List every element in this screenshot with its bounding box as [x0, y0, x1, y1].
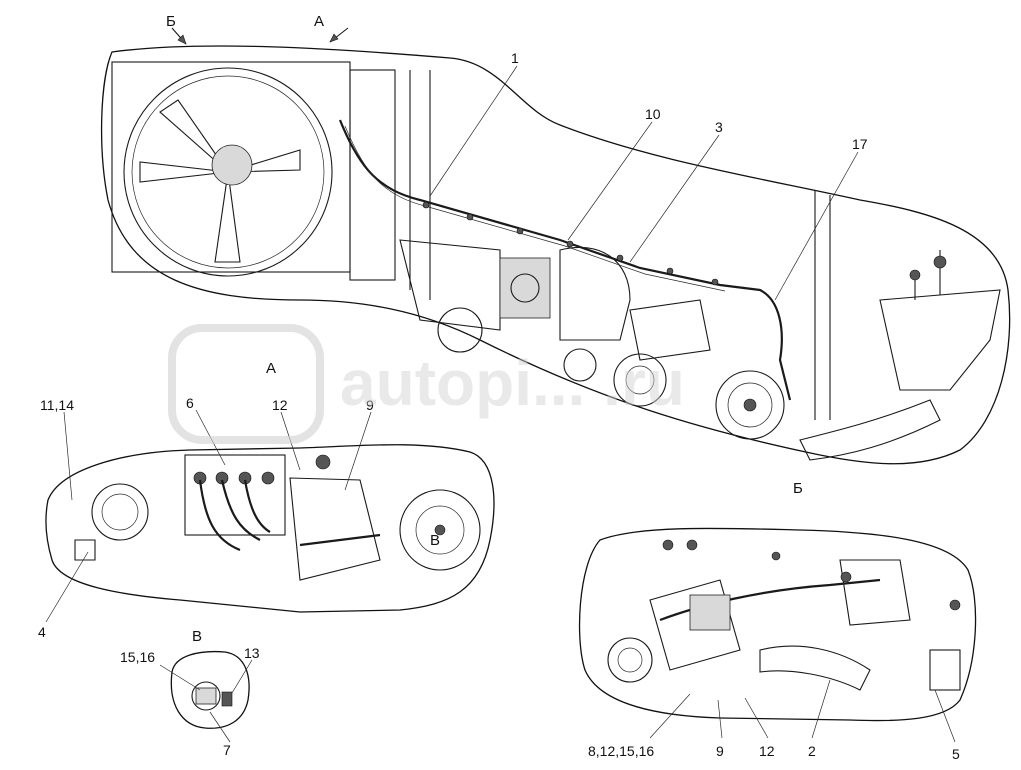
callout-9-b: 9 [716, 743, 724, 759]
pulleys [437, 307, 785, 440]
main-view-outline [100, 45, 1011, 465]
view-marker-a: А [314, 13, 324, 30]
pump-housing [289, 477, 381, 581]
radiator-side-frame [349, 69, 396, 281]
callout-2: 2 [808, 743, 816, 759]
callout-8-12-15-16: 8,12,15,16 [588, 743, 654, 759]
harness-clips [422, 201, 719, 286]
fan-shroud-inner [131, 75, 325, 269]
callout-3: 3 [715, 119, 723, 135]
detail-v-marker: В [430, 532, 440, 549]
callout-12-b: 12 [759, 743, 775, 759]
callout-6: 6 [186, 395, 194, 411]
callout-15-16-v: 15,16 [120, 649, 155, 665]
detail-a-outline [45, 444, 495, 613]
callout-10: 10 [645, 106, 661, 122]
callout-13: 13 [244, 645, 260, 661]
injector-block [184, 454, 286, 536]
wire-harness [338, 119, 792, 401]
alternator-bracket [499, 257, 551, 319]
manifold-cover [649, 579, 741, 671]
clamp [221, 691, 233, 707]
flange [689, 594, 731, 631]
belt-guard [559, 246, 631, 341]
callout-1: 1 [511, 50, 519, 66]
callout-4: 4 [38, 624, 46, 640]
engine-cover [629, 299, 711, 361]
duct-pipe [799, 399, 941, 461]
callout-9-a: 9 [366, 397, 374, 413]
pipe-bracket [839, 559, 911, 626]
seat-support [879, 289, 1001, 391]
detail-b-title: Б [793, 480, 803, 497]
fan-shroud [123, 67, 333, 277]
view-arrow-a [329, 27, 349, 43]
detail-v-outline [170, 650, 250, 729]
hose-bundle [759, 645, 871, 691]
detail-a-title: А [266, 360, 276, 377]
main-view: Б А 1 10 3 17 [100, 13, 1011, 465]
bracket-plate [929, 649, 961, 691]
engine-side-panel [399, 239, 501, 331]
view-marker-b: Б [166, 13, 176, 30]
view-arrow-b [171, 27, 187, 45]
callout-11-14: 11,14 [40, 397, 74, 413]
callout-5: 5 [952, 746, 960, 762]
mount-bracket [74, 539, 96, 561]
injector-pipes [193, 471, 275, 552]
bolt-heads [662, 539, 961, 611]
watermark-logo: autopi... .ru [168, 324, 685, 444]
fitting-ring [191, 681, 221, 711]
detail-v-title: В [192, 628, 202, 645]
fuel-line [299, 533, 381, 547]
detail-view-b: Б 8,12,15,16 9 12 2 5 [578, 480, 977, 762]
detail-b-outline [578, 527, 977, 722]
detail-view-v: В 15,16 13 7 [120, 628, 260, 758]
air-duct [91, 483, 149, 541]
pump-pulley [607, 637, 653, 683]
watermark-text: autopi... .ru [340, 347, 685, 419]
callout-12-a: 12 [272, 397, 288, 413]
exhaust-pipe [659, 578, 881, 622]
turbocharger [399, 489, 481, 571]
callout-17: 17 [852, 136, 868, 152]
fan-hub [211, 144, 253, 186]
fan-blades [139, 99, 301, 263]
callout-7: 7 [223, 742, 231, 758]
detail-view-a: А В 11,14 6 12 9 4 [38, 360, 495, 640]
fitting-nut [195, 687, 217, 705]
